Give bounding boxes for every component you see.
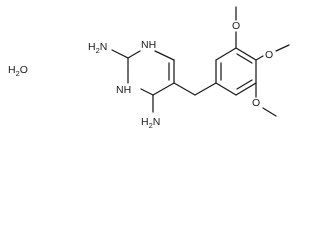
bond-b4-o xyxy=(255,55,264,61)
bond-c2-nh2 xyxy=(111,49,129,59)
amine-top-label: H2N xyxy=(88,41,107,55)
bond-c2-n1 xyxy=(127,50,141,59)
ring-nh-top-label: NH xyxy=(141,39,156,51)
bond-o3-me xyxy=(262,107,277,117)
ring-nh-bottom-label: NH xyxy=(116,84,131,96)
bond-n1-c6 xyxy=(154,50,175,61)
bond-c5-ch2 xyxy=(173,82,196,96)
amine-bottom-label: H2N xyxy=(141,116,160,130)
methoxy-o1-label: O xyxy=(232,20,240,32)
water-label: H2O xyxy=(8,64,28,78)
bond-b2-b3 xyxy=(215,47,237,61)
bond-b5-b6-inner xyxy=(236,79,253,90)
bond-b3-b4-inner xyxy=(236,53,253,64)
pyrimidine-ring xyxy=(127,50,175,96)
bond-b3-b4 xyxy=(235,47,257,61)
bond-o2-me xyxy=(275,44,290,52)
bond-c5-c4 xyxy=(152,82,175,96)
bond-b6-b1 xyxy=(215,82,237,96)
bond-ch2-aryl xyxy=(194,82,217,96)
methoxy-o2-label: O xyxy=(265,49,273,61)
molecule-diagram: H2O xyxy=(8,6,290,130)
methoxy-o3-label: O xyxy=(252,97,260,109)
bond-b5-b6 xyxy=(235,82,257,96)
molecule-svg: H2O xyxy=(8,6,290,130)
benzene-ring xyxy=(215,47,257,96)
bond-c4-n3 xyxy=(140,88,154,96)
